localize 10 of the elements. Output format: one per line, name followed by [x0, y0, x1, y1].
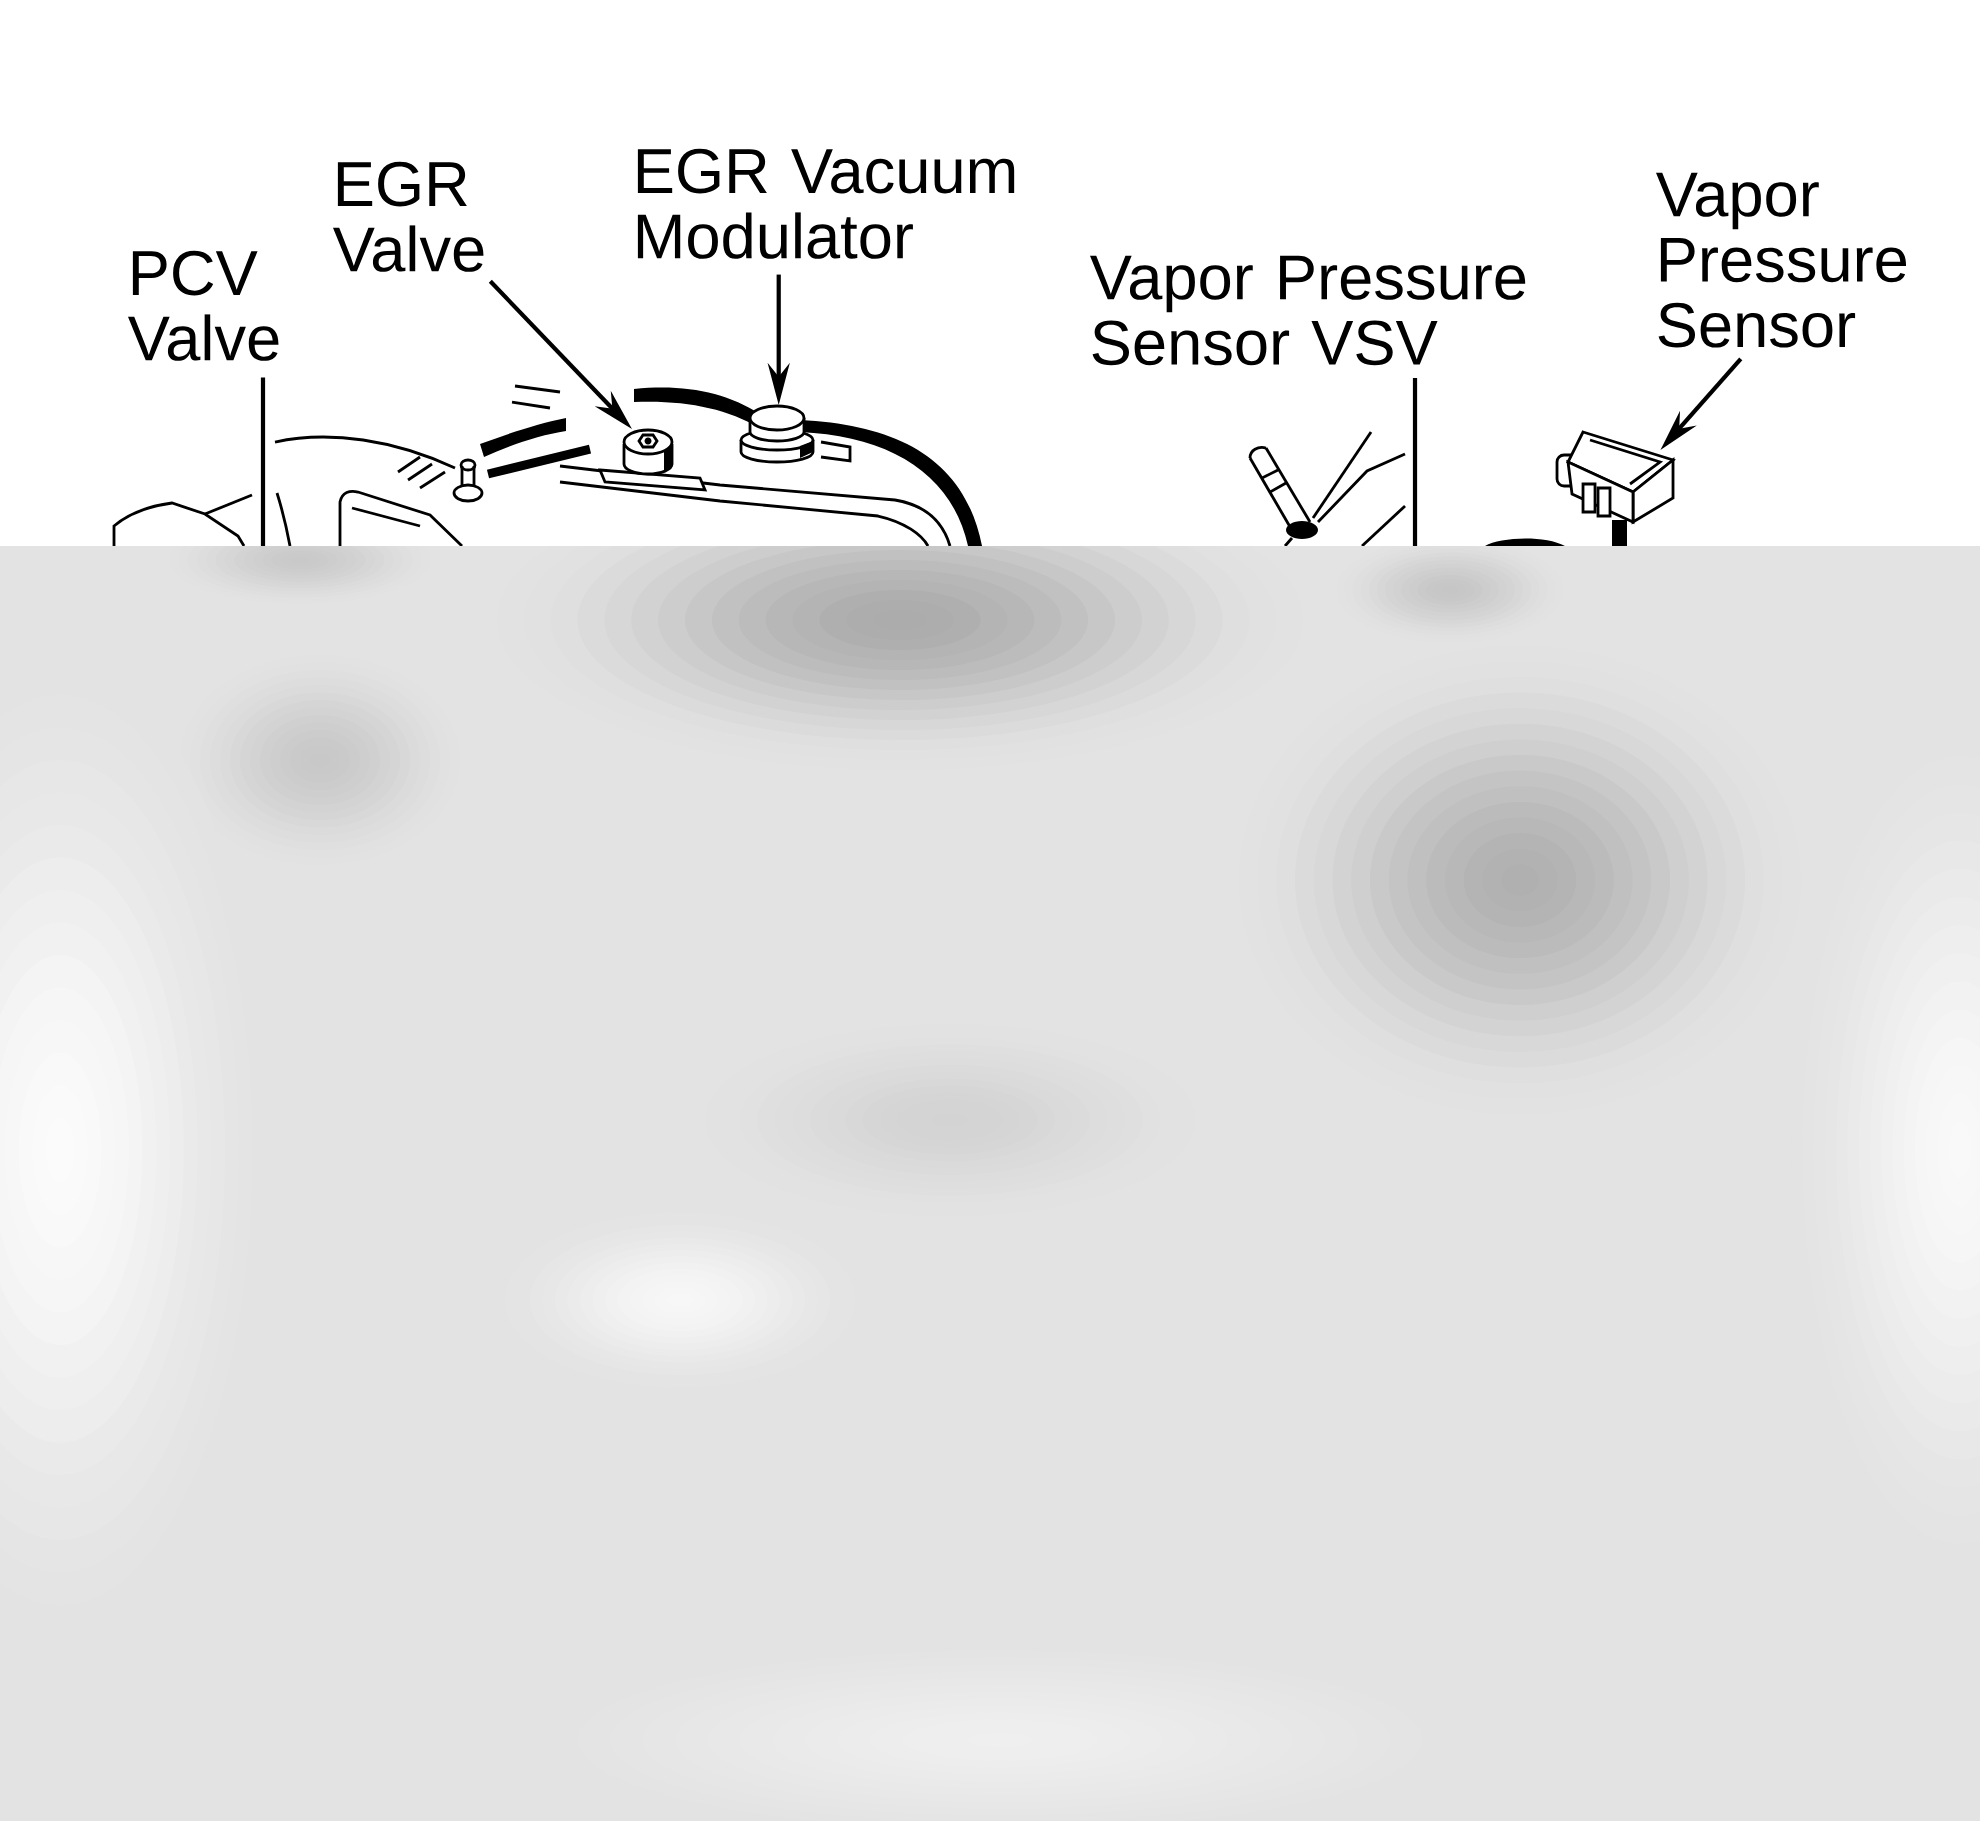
part-label: EGR Valve	[333, 161, 484, 272]
part-label: Vapor Pressure Sensor	[1656, 172, 1906, 348]
sensor	[1555, 430, 1676, 546]
leader-line	[260, 377, 266, 546]
part-label: EGR Vacuum Modulator	[637, 148, 1015, 259]
part-label: PCV Valve	[128, 250, 279, 361]
engine-drawing	[0, 384, 1980, 1821]
leader-line	[1412, 377, 1418, 546]
part-label: Vapor Pressure Sensor VSV	[1090, 255, 1526, 366]
vacuum-modulator	[739, 404, 815, 464]
